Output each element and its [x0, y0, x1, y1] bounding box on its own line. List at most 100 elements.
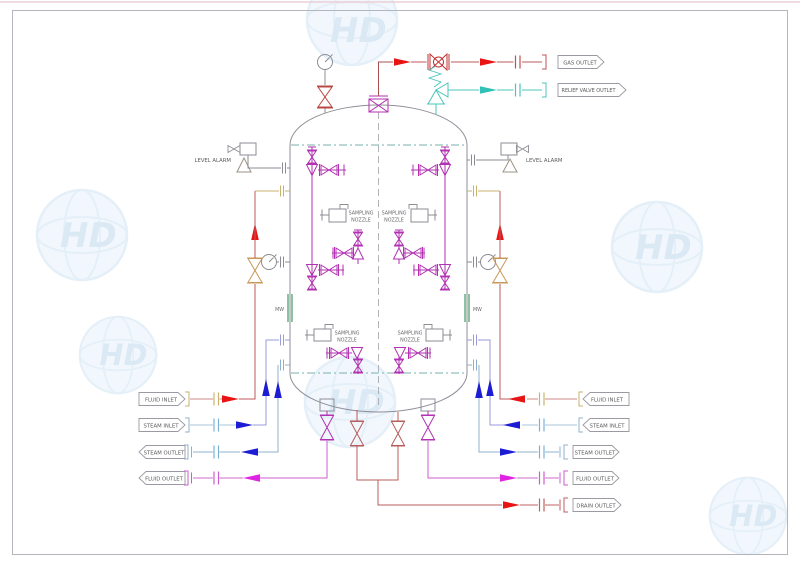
sampling-nozzle-label: NOZZLE — [384, 218, 404, 224]
sampling-nozzle-label: SAMPLING — [349, 211, 374, 217]
sampling-nozzle-label: SAMPLING — [382, 211, 407, 217]
tag-drain-outlet: DRAIN OUTLET — [572, 498, 622, 512]
valve — [317, 86, 333, 108]
bottom-valve-3 — [390, 412, 406, 447]
flow-arrow — [500, 448, 517, 456]
bottom-valves — [319, 398, 436, 447]
relief-spring-icon — [427, 65, 443, 88]
flow-arrow — [475, 381, 483, 398]
line-break-icon — [538, 391, 545, 407]
tag-label: STEAM OUTLET — [575, 450, 616, 456]
gauge-icon — [261, 254, 277, 270]
sampling-nozzle-label: SAMPLING — [335, 331, 360, 337]
steam-inlet-right-line: STEAM INLET — [467, 334, 630, 433]
valve — [352, 247, 364, 260]
drain-outlet-line: DRAIN OUTLET — [356, 446, 622, 513]
sampling-nozzle-label: NOZZLE — [337, 338, 357, 344]
tag-label: FLUID OUTLET — [576, 476, 615, 482]
side-gauge-right — [467, 254, 496, 270]
line-break-icon — [213, 417, 220, 433]
steam-outlet-right-line: STEAM OUTLET — [467, 359, 620, 460]
sampling-nozzle-label: NOZZLE — [400, 338, 420, 344]
level-alarm-right: LEVEL ALARM — [467, 142, 563, 173]
manway-right: MW — [464, 294, 482, 322]
flange-icon — [541, 82, 547, 98]
watermark-hd: HD — [328, 383, 385, 423]
valve — [394, 347, 406, 359]
line-break-icon — [538, 444, 545, 460]
gauge-icon — [480, 254, 496, 270]
tag-label: GAS OUTLET — [563, 60, 597, 66]
steam-inlet-left-line: STEAM INLET — [138, 334, 290, 433]
tag-steam-outlet-left: STEAM OUTLET — [138, 445, 186, 459]
side-gauge-left — [261, 254, 290, 270]
tag-relief-valve-outlet: RELIEF VALVE OUTLET — [557, 83, 627, 97]
flow-arrow — [480, 86, 497, 94]
line-break-icon — [213, 470, 220, 486]
tag-fluid-inlet-right: FLUID INLET — [582, 392, 630, 406]
tag-label: STEAM OUTLET — [144, 450, 185, 456]
flow-arrow — [222, 395, 239, 403]
top-center-fitting — [368, 95, 389, 113]
tag-fluid-outlet-right: FLUID OUTLET — [572, 471, 620, 485]
flange-icon — [563, 470, 569, 486]
flow-arrow — [243, 474, 260, 482]
level-alarm-label: LEVEL ALARM — [526, 158, 563, 164]
sampling-nozzle-upper-right: SAMPLING NOZZLE — [382, 204, 437, 224]
watermark-hd: HD — [330, 11, 387, 51]
instrument-box — [239, 142, 257, 156]
tag-label: FLUID OUTLET — [145, 476, 184, 482]
flange-icon — [541, 54, 547, 70]
tag-fluid-outlet-left: FLUID OUTLET — [138, 471, 186, 485]
valve — [393, 247, 405, 260]
tag-label: RELIEF VALVE OUTLET — [562, 88, 616, 94]
switch-icon — [227, 144, 241, 154]
watermark-hd: HD — [60, 216, 117, 256]
gas-valve — [427, 52, 450, 72]
flow-arrow — [486, 379, 494, 396]
line-break-icon — [213, 391, 220, 407]
bottom-valve-1 — [319, 411, 335, 441]
flow-arrow — [274, 381, 282, 398]
manway-label: MW — [275, 307, 284, 313]
tag-label: DRAIN OUTLET — [576, 503, 616, 509]
flow-arrow — [508, 395, 525, 403]
line-break-icon — [514, 54, 521, 70]
bottom-valve-2 — [349, 410, 365, 447]
line-break-icon — [213, 444, 220, 460]
tag-gas-outlet: GAS OUTLET — [557, 55, 605, 69]
bottom-valve-4 — [420, 411, 436, 441]
level-alarm-label: LEVEL ALARM — [195, 158, 232, 164]
flange-icon — [563, 497, 569, 513]
line-break-icon — [538, 470, 545, 486]
internal-piping-right — [393, 146, 451, 374]
line-break-icon — [538, 417, 545, 433]
flow-arrow — [241, 448, 258, 456]
pressure-gauge-assembly-top — [317, 54, 333, 113]
switch-icon — [516, 144, 529, 154]
tag-label: STEAM INLET — [144, 423, 180, 429]
tag-steam-outlet-right: STEAM OUTLET — [572, 445, 620, 459]
flow-arrow — [500, 474, 517, 482]
flow-arrow — [503, 421, 520, 429]
alarm-triangle-icon — [502, 157, 518, 173]
line-break-icon — [538, 497, 545, 513]
level-alarm-left: LEVEL ALARM — [195, 142, 290, 174]
sampling-nozzle-lower-right: SAMPLING NOZZLE — [398, 324, 452, 344]
sampling-nozzle-lower-left: SAMPLING NOZZLE — [305, 324, 360, 344]
fluid-outlet-right-line: FLUID OUTLET — [427, 441, 620, 486]
watermark-hd: HD — [99, 338, 147, 372]
tag-steam-inlet-left: STEAM INLET — [138, 418, 186, 432]
fluid-inlet-left-line: FLUID INLET — [138, 185, 290, 407]
sampling-nozzle-label: NOZZLE — [351, 218, 371, 224]
gas-outlet-line: GAS OUTLET — [368, 52, 605, 113]
sampling-nozzle-label: SAMPLING — [398, 331, 423, 337]
flange-icon — [563, 444, 569, 460]
line-break-icon — [514, 82, 521, 98]
flow-arrow — [236, 421, 253, 429]
alarm-triangle-icon — [236, 156, 252, 173]
riser-valve-right — [492, 257, 508, 284]
tag-label: STEAM INLET — [590, 423, 626, 429]
steam-outlet-left-line: STEAM OUTLET — [138, 359, 290, 460]
